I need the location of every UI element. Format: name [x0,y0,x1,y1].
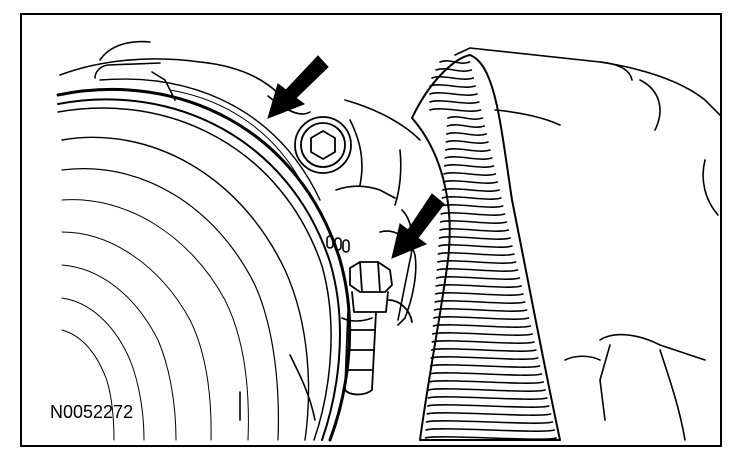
hose-rib [445,140,489,144]
hose-rib [430,356,539,360]
hose-rib [428,380,544,384]
hose-rib [430,348,537,352]
hose-rib [429,108,482,112]
hose-rib [443,164,495,168]
hose-rib [429,100,480,104]
hose-rib [446,124,486,128]
hose-rib [429,364,541,368]
engine-casting [59,40,421,421]
hose-rib [428,388,546,392]
hose-rib [431,340,535,344]
pointer-arrow-lower [391,193,445,259]
mounting-bracket [341,230,417,326]
hose-rib [439,228,510,232]
hose-rib [433,316,530,320]
wheel-assembly [56,78,352,442]
hose-rib [446,132,487,136]
hose-rib [437,260,517,264]
hose-rib [426,412,552,416]
hose-rib [429,92,478,96]
hose-rib [432,332,533,336]
hose-rib [438,236,511,240]
hose-rib [442,188,500,192]
threaded-bolt [344,261,413,396]
hose-rib [427,396,548,400]
hose-rib [434,300,526,304]
pointer-arrow-upper [267,55,329,119]
ribbed-hose [411,54,561,441]
rim-notches [326,235,350,253]
hose-rib [429,84,476,88]
hose-rib [442,180,498,184]
hose-rib [443,172,497,176]
hose-rib [447,116,484,120]
hose-rib [441,204,504,208]
hose-rib [439,220,508,224]
hose-rib [435,276,521,280]
hose-rib [432,324,532,328]
hose-rib [429,372,543,376]
right-casting [454,47,720,441]
hose-rib [427,404,550,408]
hose-rib [425,420,554,424]
hose-rib [435,284,522,288]
hose-rib [436,268,519,272]
hose-rib [425,428,556,432]
hex-bolt-upper [294,116,352,174]
hose-rib [424,436,557,440]
hose-rib [438,244,513,248]
hose-rib [440,212,506,216]
hose-rib [431,76,475,80]
hose-rib [439,60,471,64]
hose-rib [435,68,473,72]
hose-rib [441,196,502,200]
hose-rib [444,156,493,160]
hose-rib [433,308,528,312]
hose-rib [437,252,515,256]
figure-border [20,13,722,447]
hose-rib [434,292,524,296]
hose-rib [444,148,491,152]
figure-id-label: N0052272 [50,402,133,422]
